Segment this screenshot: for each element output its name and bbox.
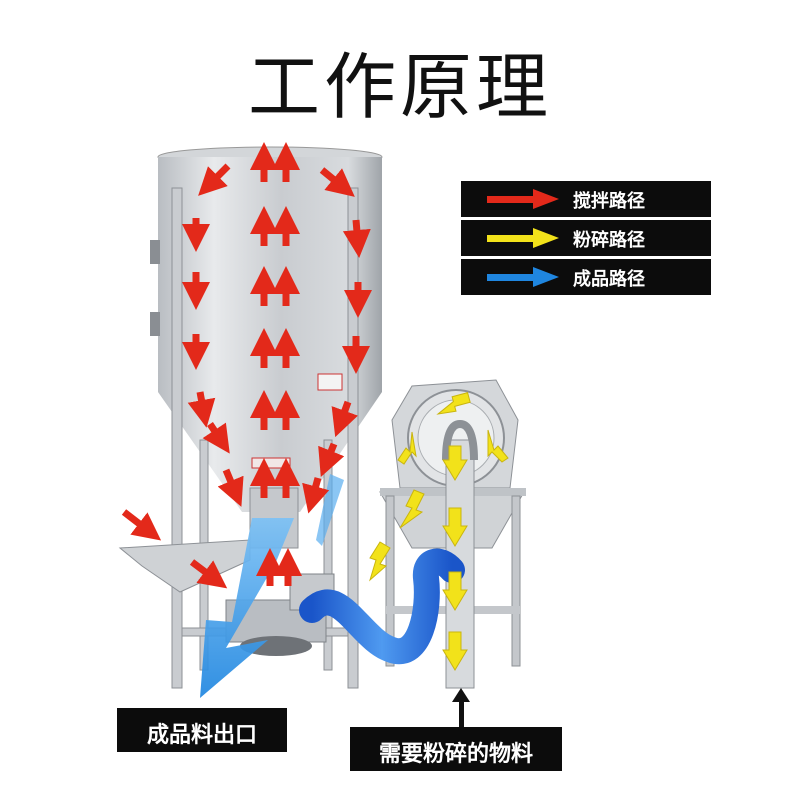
legend-stirring-path: 搅拌路径	[461, 181, 711, 217]
input-callout-label: 需要粉碎的物料	[378, 742, 533, 767]
yellow-arrow-icon	[487, 228, 559, 248]
red-arrow-icon	[487, 189, 559, 209]
page-title: 工作原理	[247, 45, 552, 129]
stirring-path-arrows	[121, 142, 372, 589]
outlet-callout-label: 成品料出口	[146, 723, 257, 748]
blue-arrow-icon	[487, 267, 559, 287]
legend-label-product: 成品路径	[573, 269, 645, 290]
legend-label-stirring: 搅拌路径	[573, 191, 645, 212]
legend-crushing-path: 粉碎路径	[461, 220, 711, 256]
input-material-callout: 需要粉碎的物料	[350, 727, 562, 771]
feed-hopper	[118, 539, 251, 593]
output-flow-secondary	[316, 474, 344, 546]
up-arrow-icon	[452, 688, 470, 728]
crushing-path-arrows	[369, 391, 509, 671]
legend-label-crushing: 粉碎路径	[573, 230, 645, 251]
outlet-callout: 成品料出口	[117, 708, 287, 752]
blue-hose	[299, 548, 465, 665]
legend-product-path: 成品路径	[461, 259, 711, 295]
